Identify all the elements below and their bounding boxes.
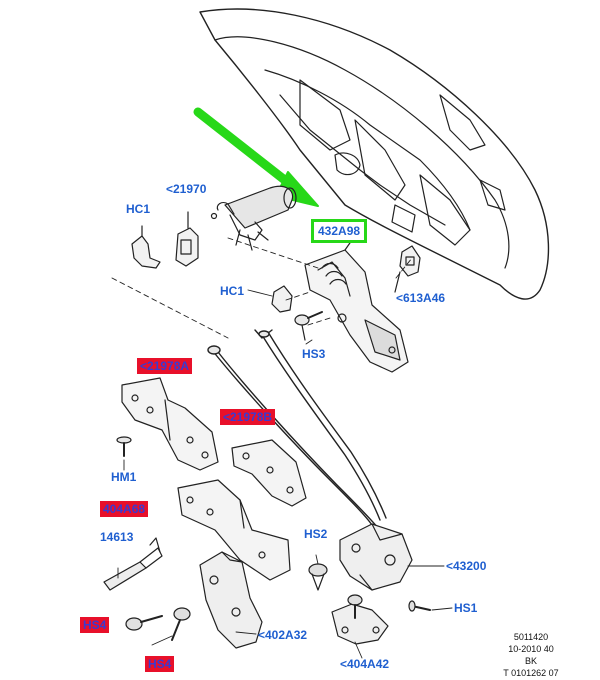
callout-hs1: HS1 (454, 601, 478, 615)
bolt-hs3 (294, 311, 323, 341)
latch-402a32 (199, 551, 263, 649)
callout-hs4-a: HS4 (80, 617, 110, 633)
clip-hc1-mid (271, 285, 293, 313)
callout-21978a: <21978A (137, 358, 193, 374)
leader-lines (117, 289, 453, 659)
callout-hc1-top: HC1 (126, 202, 151, 216)
reference-code-3: BK (524, 656, 537, 666)
actuator-motor (210, 185, 297, 251)
alignment-dashed-lines (111, 237, 413, 339)
rivet-hm1 (116, 436, 132, 457)
strip-14613 (103, 537, 163, 591)
screw-hs2 (308, 563, 328, 591)
callout-14613: 14613 (100, 530, 134, 544)
connector-21970 (175, 211, 199, 267)
callout-hs4-b: HS4 (145, 656, 175, 672)
bolt-hs1 (408, 600, 431, 612)
callout-hm1: HM1 (111, 470, 137, 484)
bracket-21978a (121, 377, 219, 471)
callout-613a46: <613A46 (396, 291, 446, 305)
striker-404a42 (331, 594, 389, 645)
callout-404a42: <404A42 (340, 657, 390, 671)
callout-hs3: HS3 (302, 347, 326, 361)
reference-code-1: 5011420 (513, 632, 549, 642)
clip-hc1-top (131, 225, 161, 269)
bracket-21978b (231, 439, 307, 507)
tailgate-panel (199, 8, 550, 300)
latch-43200 (339, 523, 413, 591)
reference-code-4: T 0101262 07 (503, 668, 559, 678)
callout-hc1-mid: HC1 (220, 284, 245, 298)
callout-404a68: 404A68 (100, 501, 149, 517)
latch-assembly-432a98 (304, 239, 409, 373)
callout-432a98: 432A98 (311, 219, 368, 243)
bracket-404a68 (177, 479, 291, 581)
callout-21978b: <21978B (220, 409, 276, 425)
bolts-hs4 (125, 607, 191, 641)
callout-402a32: <402A32 (258, 628, 308, 642)
callout-hs2: HS2 (304, 527, 328, 541)
callout-21970: <21970 (166, 182, 207, 196)
reference-code-2: 10-2010 40 (508, 644, 554, 654)
callout-43200: <43200 (446, 559, 487, 573)
clip-nut-613a46 (394, 245, 421, 293)
release-cables (207, 329, 387, 529)
